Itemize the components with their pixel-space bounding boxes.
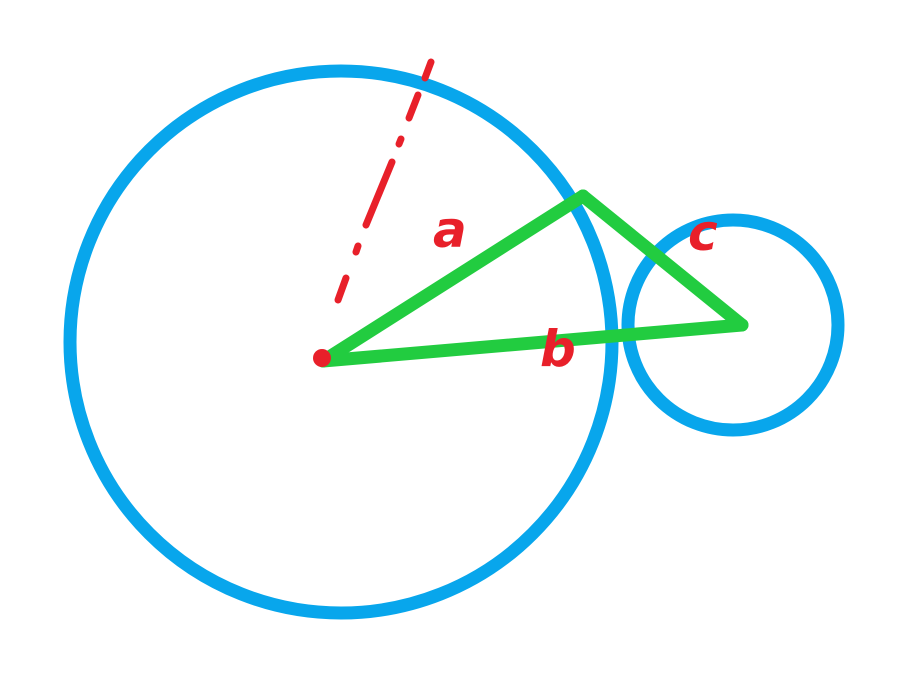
small-circle	[621, 213, 845, 437]
radius-dashdot-line	[334, 58, 435, 304]
triangle	[316, 189, 749, 368]
label-a: a	[433, 201, 467, 259]
center-point	[313, 349, 331, 367]
label-c: c	[688, 204, 718, 262]
triangle-side-a	[316, 189, 590, 368]
triangle-side-b	[316, 318, 749, 368]
label-b: b	[540, 320, 576, 378]
triangle-side-c	[576, 189, 749, 332]
